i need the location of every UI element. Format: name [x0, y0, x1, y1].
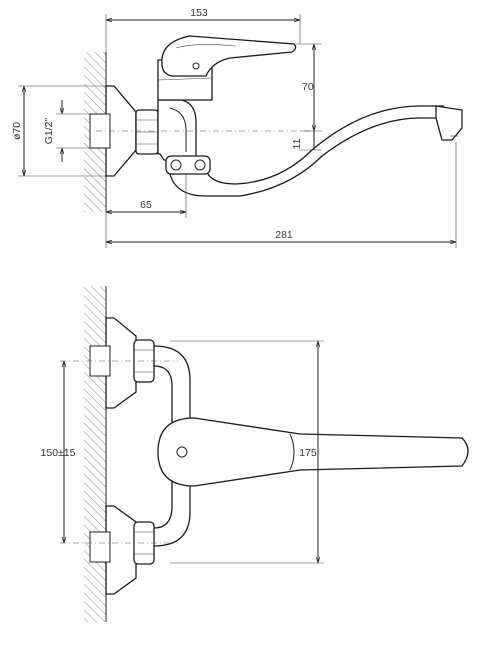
spout-ring — [165, 155, 211, 175]
dim-11: 11 — [291, 138, 303, 149]
dim-thread: G1/2" — [43, 117, 55, 144]
dim-281: 281 — [275, 229, 293, 241]
dim-153: 153 — [190, 7, 208, 19]
lever-handle — [161, 35, 297, 77]
side-view: 153 70 11 ø70 G1/2" 65 281 — [11, 7, 463, 248]
top-lever-handle — [157, 417, 469, 487]
dim-65: 65 — [140, 199, 152, 211]
dim-diameter-70: ø70 — [11, 122, 23, 140]
dim-70: 70 — [302, 81, 314, 93]
s-spout — [169, 117, 444, 197]
lower-flange — [105, 505, 137, 595]
upper-flange — [105, 317, 137, 409]
aerator — [435, 105, 463, 141]
dim-175: 175 — [299, 447, 317, 459]
wall-hatch-lower — [84, 286, 106, 622]
mixer-body — [157, 99, 197, 161]
top-view: 150±15 175 — [41, 286, 469, 622]
dim-150-15: 150±15 — [41, 447, 76, 459]
